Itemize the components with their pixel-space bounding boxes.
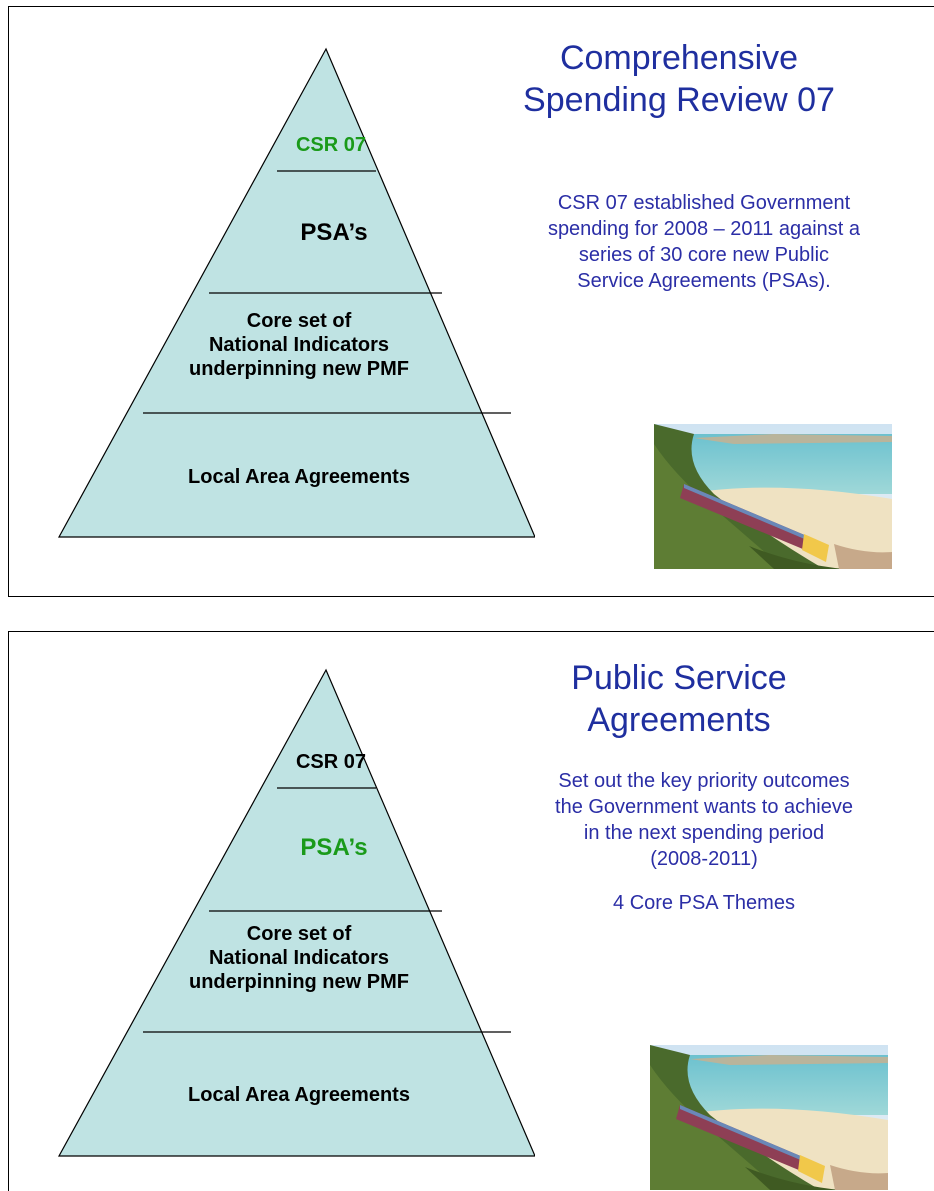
- tier-core-line1: Core set of: [246, 923, 352, 945]
- train-on-coast-photo: [654, 424, 892, 569]
- pyramid-diagram: [57, 47, 535, 538]
- slide-title: Comprehensive Spending Review 07: [479, 37, 879, 121]
- tier-core-line2: National Indicators: [208, 947, 390, 969]
- desc-line-4: (2008-2011): [650, 848, 758, 870]
- desc-line-1: Set out the key priority outcomes: [558, 770, 850, 792]
- title-line-2: Agreements: [587, 701, 771, 739]
- tier-core-line1: Core set of: [246, 310, 352, 332]
- tier-csr07: CSR 07: [295, 134, 367, 156]
- tier-psas: PSA’s: [300, 219, 368, 246]
- desc-line-3: series of 30 core new Public: [578, 244, 830, 266]
- pyramid-diagram: [57, 668, 535, 1157]
- title-line-1: Public Service: [571, 659, 787, 697]
- tier-core-set: Core set of National Indicators underpin…: [149, 309, 449, 381]
- desc-line-2: the Government wants to achieve: [555, 796, 853, 818]
- slide-title: Public Service Agreements: [479, 657, 879, 741]
- core-themes-note: 4 Core PSA Themes: [613, 892, 795, 914]
- desc-line-2: spending for 2008 – 2011 against a: [547, 218, 861, 240]
- tier-csr07: CSR 07: [295, 751, 367, 773]
- tier-psas: PSA’s: [300, 834, 368, 861]
- slide-1: CSR 07 PSA’s Core set of National Indica…: [8, 6, 934, 597]
- tier-core-line2: National Indicators: [208, 334, 390, 356]
- tier-core-line3: underpinning new PMF: [189, 971, 409, 993]
- desc-line-1: CSR 07 established Government: [557, 192, 851, 214]
- tier-core-line3: underpinning new PMF: [189, 358, 409, 380]
- slide-description: Set out the key priority outcomes the Go…: [479, 768, 929, 872]
- title-line-1: Comprehensive: [559, 39, 799, 77]
- desc-line-4: Service Agreements (PSAs).: [577, 270, 831, 292]
- train-on-coast-photo: [650, 1045, 888, 1190]
- slide-description: CSR 07 established Government spending f…: [479, 190, 929, 294]
- tier-laa: Local Area Agreements: [188, 466, 410, 488]
- slide-2: CSR 07 PSA’s Core set of National Indica…: [8, 631, 934, 1191]
- tier-core-set: Core set of National Indicators underpin…: [149, 922, 449, 994]
- tier-laa: Local Area Agreements: [188, 1084, 410, 1106]
- desc-line-3: in the next spending period: [583, 822, 825, 844]
- title-line-2: Spending Review 07: [523, 81, 835, 119]
- pyramid-shape: [57, 668, 535, 1157]
